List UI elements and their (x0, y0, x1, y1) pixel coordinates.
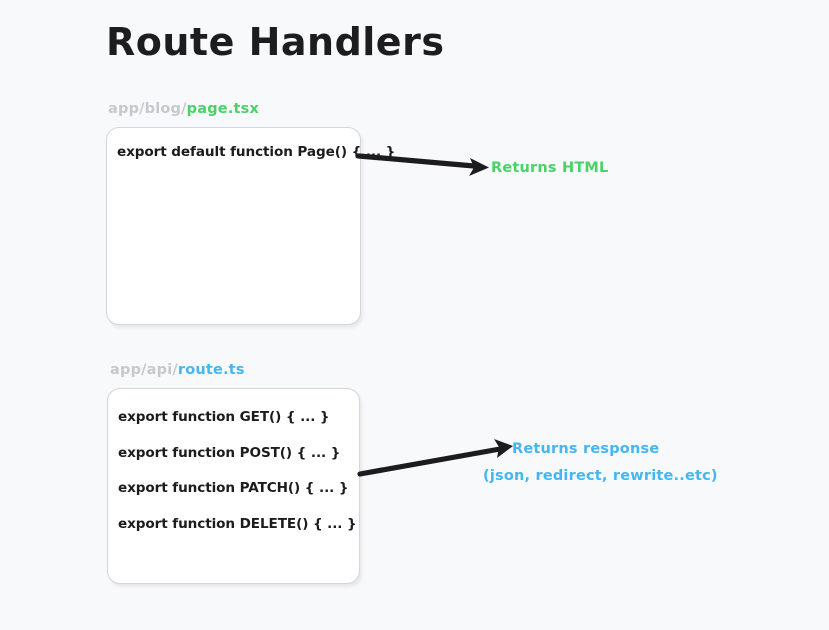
code-line: export function GET() { ... } (118, 409, 330, 425)
code-lines-route: export function GET() { ... } export fun… (108, 389, 359, 553)
annotation-returns-html: Returns HTML (491, 160, 609, 176)
page-title: Route Handlers (106, 20, 445, 64)
code-line: export function DELETE() { ... } (118, 515, 357, 532)
file-path-label-route: app/api/route.ts (110, 362, 245, 378)
file-path-filename: page.tsx (186, 101, 260, 117)
file-path-label-page: app/blog/page.tsx (108, 101, 259, 117)
annotation-response-types: (json, redirect, rewrite..etc) (483, 468, 718, 484)
code-box-page-tsx: export default function Page() { ... } (106, 127, 396, 325)
file-path-filename: route.ts (177, 362, 245, 378)
annotation-returns-response: Returns response (512, 441, 660, 457)
arrow-head (494, 439, 513, 458)
file-path-directory: app/api/ (110, 362, 178, 378)
file-path-directory: app/blog/ (108, 101, 187, 117)
arrow-head (469, 158, 489, 176)
code-lines-page: export default function Page() { ... } (107, 128, 396, 160)
arrow-shaft (357, 446, 503, 477)
code-box-route-ts: export function GET() { ... } export fun… (107, 388, 360, 584)
code-line: export function POST() { ... } (118, 444, 341, 461)
code-line: export default function Page() { ... } (117, 144, 396, 160)
code-line: export function PATCH() { ... } (118, 480, 349, 497)
